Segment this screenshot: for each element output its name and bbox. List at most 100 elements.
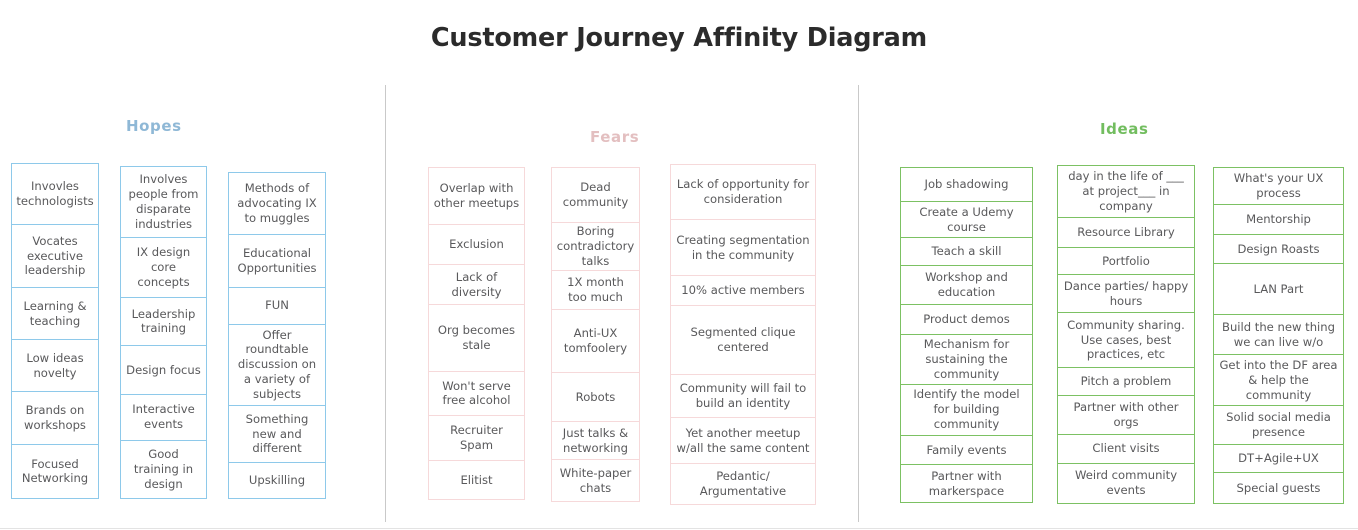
sticky-note-card[interactable]: What's your UX process	[1213, 167, 1344, 204]
sticky-note-label: day in the life of ___ at project___ in …	[1068, 169, 1184, 213]
sticky-note-label: Learning & teaching	[23, 298, 87, 328]
sticky-note-card[interactable]: Partner with markerspace	[900, 464, 1033, 504]
sticky-note-card[interactable]: day in the life of ___ at project___ in …	[1057, 165, 1195, 218]
sticky-note-card[interactable]: Recruiter Spam	[428, 414, 525, 461]
sticky-note-card[interactable]: Interactive events	[120, 393, 207, 440]
sticky-note-card[interactable]: Get into the DF area & help the communit…	[1213, 354, 1344, 405]
sticky-note-card[interactable]: Robots	[551, 371, 640, 422]
sticky-note-label: DT+Agile+UX	[1238, 451, 1319, 466]
section-divider-fears-ideas	[858, 85, 859, 522]
sticky-note-label: Partner with markerspace	[928, 468, 1005, 498]
sticky-note-card[interactable]: Mechanism for sustaining the community	[900, 333, 1033, 384]
sticky-note-label: Client visits	[1092, 441, 1160, 456]
sticky-note-card[interactable]: Partner with other orgs	[1057, 395, 1195, 435]
sticky-note-card[interactable]: Offer roundtable discussion on a variety…	[228, 323, 326, 405]
sticky-note-card[interactable]: Creating segmentation in the community	[670, 219, 816, 276]
sticky-note-card[interactable]: Dance parties/ happy hours	[1057, 274, 1195, 312]
sticky-note-label: Workshop and education	[925, 270, 1008, 299]
sticky-note-card[interactable]: Identify the model for building communit…	[900, 383, 1033, 435]
sticky-note-card[interactable]: Solid social media presence	[1213, 404, 1344, 444]
sticky-note-label: Community sharing. Use cases, best pract…	[1067, 317, 1185, 362]
sticky-note-card[interactable]: Build the new thing we can live w/o	[1213, 313, 1344, 355]
sticky-note-card[interactable]: Educational Opportunities	[228, 234, 326, 287]
sticky-note-card[interactable]: Low ideas novelty	[11, 339, 99, 392]
sticky-note-card[interactable]: 1X month too much	[551, 270, 640, 310]
sticky-note-card[interactable]: Leadership training	[120, 296, 207, 346]
sticky-note-card[interactable]: Product demos	[900, 303, 1033, 334]
sticky-note-label: Robots	[575, 389, 616, 404]
sticky-note-card[interactable]: 10% active members	[670, 275, 816, 306]
sticky-note-card[interactable]: Job shadowing	[900, 167, 1033, 202]
sticky-note-label: Something new and different	[245, 411, 309, 456]
sticky-note-card[interactable]: Lack of diversity	[428, 263, 525, 305]
sticky-note-label: Pitch a problem	[1080, 374, 1172, 389]
sticky-note-label: Segmented clique centered	[690, 325, 796, 354]
sticky-note-card[interactable]: Create a Udemy course	[900, 201, 1033, 237]
sticky-note-label: Offer roundtable discussion on a variety…	[237, 327, 317, 401]
sticky-note-card[interactable]: Upskilling	[228, 462, 326, 499]
sticky-note-card[interactable]: Community will fail to build an identity	[670, 373, 816, 418]
sticky-note-label: Yet another meetup w/all the same conten…	[676, 425, 810, 455]
sticky-note-label: Focused Networking	[21, 456, 89, 486]
sticky-note-card[interactable]: Teach a skill	[900, 236, 1033, 265]
sticky-note-card[interactable]: Mentorship	[1213, 203, 1344, 235]
sticky-note-card[interactable]: Community sharing. Use cases, best pract…	[1057, 312, 1195, 367]
sticky-note-card[interactable]: Pitch a problem	[1057, 366, 1195, 396]
sticky-note-card[interactable]: Portfolio	[1057, 246, 1195, 275]
sticky-note-label: White-paper chats	[559, 465, 632, 495]
sticky-note-label: LAN Part	[1253, 281, 1304, 296]
sticky-note-label: Design focus	[126, 362, 201, 377]
sticky-note-card[interactable]: Elitist	[428, 460, 525, 500]
sticky-note-card[interactable]: Learning & teaching	[11, 286, 99, 340]
sticky-note-label: Partner with other orgs	[1073, 400, 1179, 430]
sticky-note-label: Invovles technologists	[16, 179, 94, 208]
sticky-note-card[interactable]: FUN	[228, 287, 326, 324]
sticky-note-label: Portfolio	[1102, 253, 1150, 268]
sticky-note-card[interactable]: Pedantic/ Argumentative	[670, 463, 816, 505]
sticky-note-card[interactable]: Exclusion	[428, 224, 525, 264]
sticky-note-card[interactable]: Something new and different	[228, 404, 326, 463]
sticky-note-card[interactable]: Boring contradictory talks	[551, 221, 640, 271]
sticky-note-card[interactable]: Involves people from disparate industrie…	[120, 166, 207, 238]
sticky-note-card[interactable]: DT+Agile+UX	[1213, 443, 1344, 473]
sticky-note-card[interactable]: Dead community	[551, 167, 640, 222]
page-title: Customer Journey Affinity Diagram	[430, 23, 928, 53]
sticky-note-label: Special guests	[1236, 480, 1321, 495]
sticky-note-card[interactable]: Family events	[900, 434, 1033, 464]
sticky-note-label: Weird community events	[1074, 468, 1178, 498]
sticky-note-card[interactable]: White-paper chats	[551, 459, 640, 502]
section-divider-hopes-fears	[385, 85, 386, 522]
sticky-note-label: Recruiter Spam	[450, 423, 503, 453]
sticky-note-card[interactable]: Segmented clique centered	[670, 305, 816, 374]
sticky-note-card[interactable]: Lack of opportunity for consideration	[670, 164, 816, 220]
sticky-note-card[interactable]: Methods of advocating IX to muggles	[228, 172, 326, 235]
sticky-note-card[interactable]: Anti-UX tomfoolery	[551, 309, 640, 372]
sticky-note-card[interactable]: Focused Networking	[11, 443, 99, 499]
sticky-note-card[interactable]: Client visits	[1057, 434, 1195, 463]
sticky-note-card[interactable]: Just talks & networking	[551, 421, 640, 460]
sticky-note-card[interactable]: Workshop and education	[900, 265, 1033, 304]
sticky-note-card[interactable]: Overlap with other meetups	[428, 167, 525, 225]
sticky-note-card[interactable]: Design Roasts	[1213, 234, 1344, 264]
sticky-note-card[interactable]: LAN Part	[1213, 263, 1344, 314]
sticky-note-card[interactable]: Resource Library	[1057, 217, 1195, 247]
sticky-note-card[interactable]: Design focus	[120, 345, 207, 394]
sticky-note-card[interactable]: Invovles technologists	[11, 163, 99, 224]
sticky-note-card[interactable]: IX design core concepts	[120, 237, 207, 297]
sticky-note-label: Won't serve free alcohol	[442, 378, 511, 408]
sticky-note-card[interactable]: Weird community events	[1057, 462, 1195, 504]
sticky-note-label: Solid social media presence	[1226, 410, 1331, 439]
sticky-note-card[interactable]: Brands on workshops	[11, 391, 99, 444]
sticky-note-card[interactable]: Special guests	[1213, 472, 1344, 504]
sticky-note-card[interactable]: Org becomes stale	[428, 304, 525, 371]
sticky-note-card[interactable]: Yet another meetup w/all the same conten…	[670, 417, 816, 464]
sticky-note-label: Educational Opportunities	[237, 246, 317, 276]
sticky-note-card[interactable]: Won't serve free alcohol	[428, 370, 525, 415]
sticky-note-label: Org becomes stale	[437, 323, 516, 353]
sticky-note-label: Mechanism for sustaining the community	[923, 336, 1010, 381]
sticky-note-label: Involves people from disparate industrie…	[128, 172, 199, 231]
sticky-note-card[interactable]: Good training in design	[120, 439, 207, 499]
sticky-note-label: Community will fail to build an identity	[679, 381, 807, 410]
sticky-note-card[interactable]: Vocates executive leadership	[11, 223, 99, 287]
